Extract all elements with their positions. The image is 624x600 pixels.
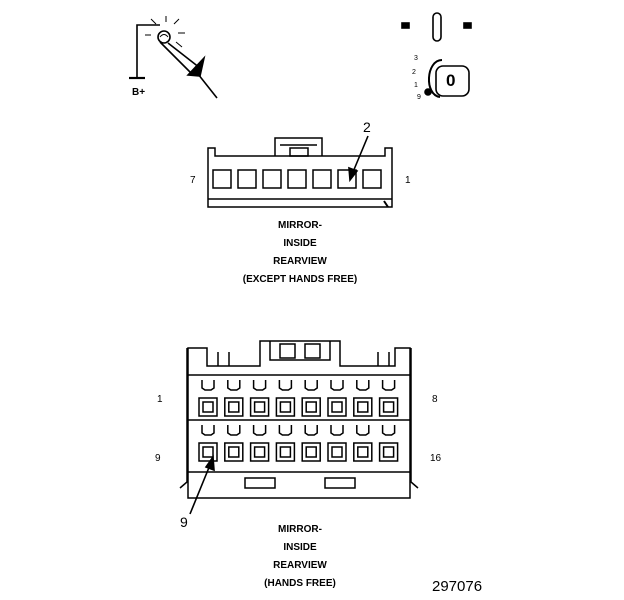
- bottom-connector-pin-9: 9: [155, 453, 161, 464]
- connector-bottom: [179, 340, 419, 499]
- bottom-cavity: [353, 425, 373, 462]
- bottom-cavity: [378, 425, 399, 462]
- bottom-cavity: [249, 425, 270, 462]
- top-cavities: [212, 169, 382, 189]
- top-cavity: [262, 169, 282, 189]
- bottom-connector-pin-1: 1: [157, 394, 163, 405]
- top-cavity: [312, 169, 332, 189]
- switch-position-2: 2: [412, 69, 416, 76]
- bottom-connector-callout: 9: [180, 514, 188, 530]
- battery-lamp-symbol: [129, 16, 218, 99]
- bottom-cavity: [327, 425, 347, 462]
- bottom-cavity: [224, 380, 244, 417]
- bottom-cavity: [224, 425, 244, 462]
- bottom-cavities: [198, 380, 399, 462]
- figure-number: 297076: [432, 578, 483, 595]
- bottom-cavity: [301, 380, 321, 417]
- top-cavity: [212, 169, 232, 189]
- bottom-connector-pin-8: 8: [432, 394, 438, 405]
- switch-position-3: 3: [414, 55, 418, 62]
- caption-line: INSIDE: [283, 542, 317, 553]
- switch-center-label: 0: [446, 71, 456, 90]
- caption-line: REARVIEW: [273, 560, 327, 571]
- top-connector-callout: 2: [363, 119, 371, 135]
- bottom-cavity: [198, 380, 218, 417]
- caption-line: INSIDE: [283, 238, 317, 249]
- caption-line: MIRROR-: [278, 220, 322, 231]
- switch-position-1: 1: [414, 82, 418, 89]
- top-connector-right-pin: 1: [405, 175, 411, 186]
- top-cavity: [362, 169, 382, 189]
- caption-line: MIRROR-: [278, 524, 322, 535]
- caption-line: REARVIEW: [273, 256, 327, 267]
- bottom-cavity: [198, 425, 218, 462]
- bottom-cavity: [249, 380, 270, 417]
- top-cavity: [287, 169, 307, 189]
- bottom-cavity: [275, 380, 296, 417]
- top-connector-caption: MIRROR- INSIDE REARVIEW (EXCEPT HANDS FR…: [200, 217, 400, 289]
- connector-top: [207, 137, 393, 208]
- caption-line: (EXCEPT HANDS FREE): [242, 274, 358, 285]
- caption-line: (HANDS FREE): [264, 578, 336, 589]
- bottom-cavity: [353, 380, 373, 417]
- callout-arrows: [189, 135, 369, 515]
- switch-symbol: [401, 12, 472, 98]
- bottom-cavity: [327, 380, 347, 417]
- bottom-cavity: [301, 425, 321, 462]
- battery-label: B+: [132, 87, 146, 98]
- bottom-cavity: [275, 425, 296, 462]
- bottom-cavity: [378, 380, 399, 417]
- top-cavity: [337, 169, 357, 189]
- bottom-connector-pin-16: 16: [430, 453, 442, 464]
- top-cavity: [237, 169, 257, 189]
- switch-position-9: 9: [417, 94, 421, 101]
- bottom-connector-caption: MIRROR- INSIDE REARVIEW (HANDS FREE): [200, 521, 400, 593]
- top-connector-left-pin: 7: [190, 175, 196, 186]
